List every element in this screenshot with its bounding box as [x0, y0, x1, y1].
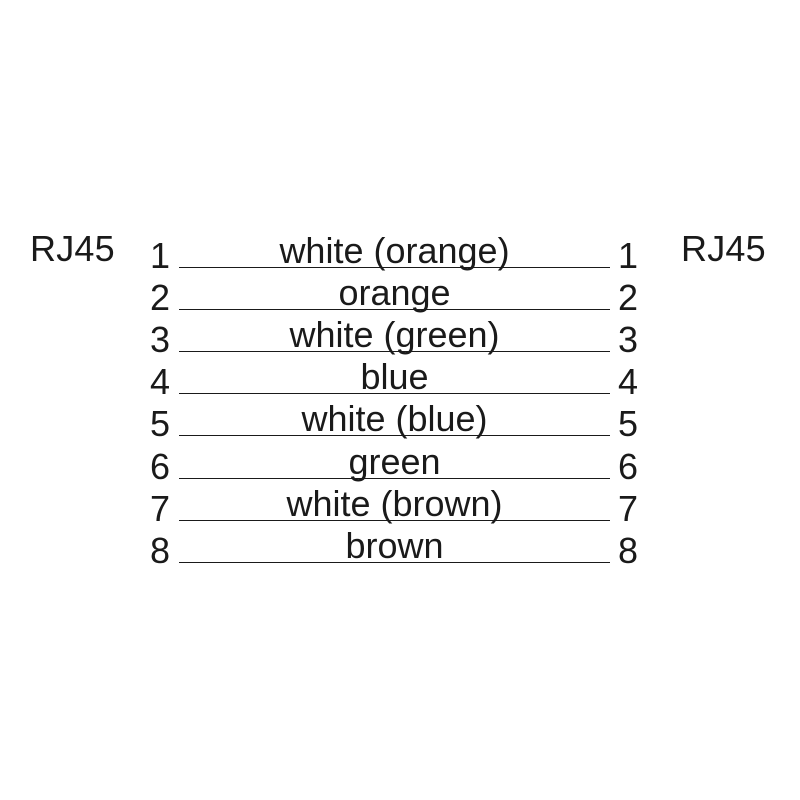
pin-number-right: 1 — [618, 235, 639, 276]
pin-number-left: 3 — [149, 319, 170, 361]
wire-color-label: white (brown) — [286, 482, 503, 524]
wire-color-label: orange — [338, 272, 451, 314]
conductor-line — [179, 477, 610, 479]
wire-color-label: white (green) — [289, 314, 500, 356]
pin-number-left: 7 — [149, 487, 170, 529]
pin-number-left: 4 — [149, 361, 170, 403]
conductor-line — [179, 561, 610, 563]
conductor-line — [179, 351, 610, 353]
conductor-line — [179, 435, 610, 437]
pin-number-right: 3 — [618, 319, 639, 361]
pin-number-right: 8 — [618, 529, 639, 571]
wire-color-label: white (blue) — [301, 398, 488, 440]
pin-number-right: 6 — [618, 445, 639, 487]
pin-number-right: 2 — [618, 277, 639, 319]
conductor-line — [179, 393, 610, 395]
pin-number-left: 5 — [149, 403, 170, 445]
conductor-line — [179, 309, 610, 311]
connector-label-right: RJ45 — [681, 228, 766, 269]
conductor-line — [179, 519, 610, 521]
pin-number-right: 7 — [618, 487, 639, 529]
connector-label-left: RJ45 — [30, 228, 115, 269]
pin-number-left: 6 — [149, 445, 170, 487]
wire-color-label: white (orange) — [279, 230, 510, 271]
pin-number-left: 8 — [149, 529, 170, 571]
pin-number-right: 4 — [618, 361, 639, 403]
conductor-line — [179, 267, 610, 268]
wire-color-label: brown — [345, 524, 444, 566]
wire-color-label: green — [348, 440, 441, 482]
pin-number-left: 2 — [149, 277, 170, 319]
wire-color-label: blue — [360, 356, 429, 398]
pin-number-left: 1 — [149, 235, 170, 276]
pin-number-right: 5 — [618, 403, 639, 445]
